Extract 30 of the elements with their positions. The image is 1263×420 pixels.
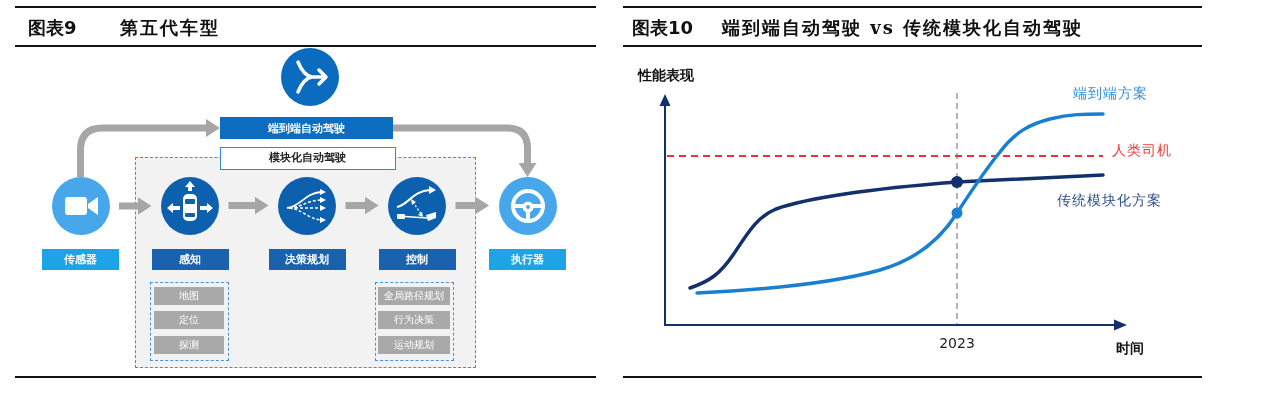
figure-number: 图表9 [28, 17, 77, 39]
stage-label: 传感器 [42, 249, 119, 270]
line-label: 传统模块化方案 [1057, 191, 1162, 209]
dashed-frame [149, 281, 229, 361]
arrow [77, 119, 220, 177]
figure-number: 图表10 [632, 17, 694, 39]
list-item: 探测 [154, 336, 224, 354]
list-item: 地图 [154, 287, 224, 305]
dashed-frame [374, 281, 454, 361]
list-item: 全局路径规划 [378, 287, 450, 305]
stage-label: 决策规划 [268, 248, 346, 270]
figure-title: 端到端自动驾驶 vs 传统模块化自动驾驶 [722, 17, 1084, 39]
axis-title: 时间 [1116, 339, 1144, 357]
stage-label: 执行器 [489, 249, 566, 270]
line-label: 人类司机 [1112, 141, 1172, 159]
arrow [393, 124, 537, 177]
banner: 端到端自动驾驶 [220, 117, 393, 139]
line-label: 端到端方案 [1073, 84, 1148, 102]
stage-label: 感知 [151, 248, 229, 270]
arrow [455, 196, 489, 215]
group-title: 模块化自动驾驶 [219, 146, 396, 170]
list-item: 运动规划 [378, 336, 450, 354]
arrow [345, 196, 379, 215]
tick-label: 2023 [939, 334, 975, 352]
list-item: 定位 [154, 311, 224, 329]
stage-label: 控制 [378, 248, 456, 270]
axis-title: 性能表现 [638, 66, 694, 84]
figure-title: 第五代车型 [120, 17, 220, 39]
arrow [228, 196, 269, 215]
list-item: 行为决策 [378, 311, 450, 329]
